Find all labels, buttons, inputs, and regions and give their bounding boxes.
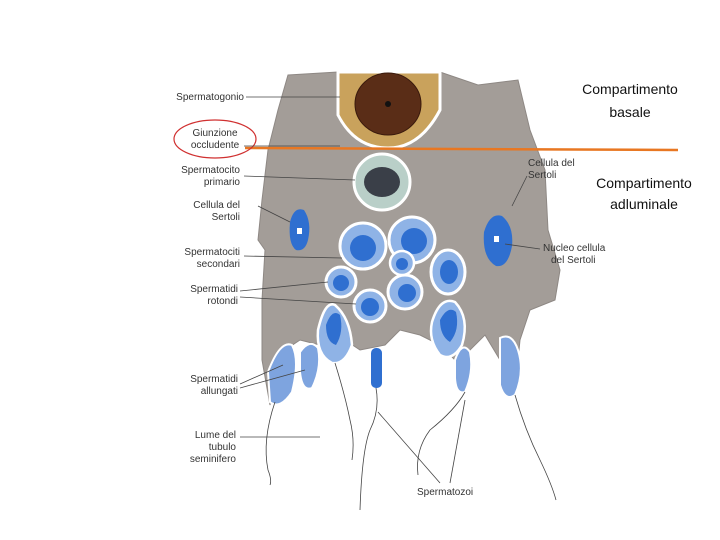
highlight-circle — [173, 119, 257, 159]
label-lume-tubulo: Lume del — [195, 430, 236, 441]
leader-line — [377, 411, 441, 484]
label-spermatocito-primario: primario — [204, 177, 241, 188]
round-spermatid-nucleus — [396, 258, 408, 270]
secondary-spermatocyte-nucleus — [350, 235, 376, 261]
sertoli-nucleolus — [494, 236, 499, 242]
blood-testis-barrier-line — [244, 146, 679, 152]
leader-line — [511, 175, 528, 207]
sertoli-nucleolus — [297, 228, 302, 234]
spermatozoon-tail — [359, 387, 378, 511]
round-spermatid-nucleus — [333, 275, 349, 291]
label-spermatociti-secondari: secondari — [197, 259, 240, 270]
label-cellula-sertoli-left: Sertoli — [212, 212, 240, 223]
spermatozoon-tail — [514, 394, 557, 501]
label-spermatidi-allungati: Spermatidi — [190, 374, 238, 385]
compartment-basale-label: Compartimento — [582, 81, 678, 97]
leader-line — [243, 175, 356, 181]
round-spermatid-nucleus — [361, 298, 379, 316]
compartment-basale-label: basale — [609, 104, 650, 120]
elongated-spermatid — [499, 335, 522, 398]
label-giunzione: occludente — [191, 140, 240, 151]
elongated-spermatid-nucleus — [440, 309, 458, 342]
label-nucleo-sertoli: del Sertoli — [551, 255, 595, 266]
secondary-spermatocyte-nucleus — [440, 260, 458, 284]
label-cellula-sertoli-left: Cellula del — [193, 200, 240, 211]
leader-line — [243, 255, 343, 259]
compartment-adluminale-label: Compartimento — [596, 175, 692, 191]
leader-line — [239, 364, 284, 385]
spermatogonium-nucleolus — [385, 101, 391, 107]
leader-line — [504, 243, 541, 250]
leader-line — [257, 205, 291, 223]
compartment-adluminale-label: adluminale — [610, 196, 678, 212]
label-lume-tubulo: tubulo — [209, 442, 237, 453]
label-nucleo-sertoli: Nucleo cellula — [543, 243, 606, 254]
label-spermatociti-secondari: Spermatociti — [184, 247, 240, 258]
label-spermatidi-allungati: allungati — [201, 386, 238, 397]
label-spermatocito-primario: Spermatocito — [181, 165, 240, 176]
spermatozoon-tail — [265, 401, 276, 486]
elongated-spermatid-nucleus — [326, 312, 342, 345]
leader-line — [449, 399, 466, 484]
leader-line — [239, 296, 357, 305]
label-cellula-sertoli-right: Sertoli — [528, 170, 556, 181]
label-lume-tubulo: seminifero — [190, 454, 237, 465]
round-spermatid-nucleus — [398, 284, 416, 302]
label-spermatidi-rotondi: Spermatidi — [190, 284, 238, 295]
leader-line — [239, 369, 306, 389]
label-spermatozoi: Spermatozoi — [417, 487, 473, 498]
spermatozoon-head — [371, 348, 382, 388]
secondary-spermatocyte-nucleus — [401, 228, 427, 254]
label-spermatogonio: Spermatogonio — [176, 92, 244, 103]
label-giunzione: Giunzione — [192, 128, 237, 139]
spermatozoon-tail — [334, 362, 354, 461]
elongated-spermatid — [266, 343, 297, 406]
spermatozoon-tail — [417, 391, 466, 476]
elongated-spermatid — [454, 346, 473, 394]
label-cellula-sertoli-right: Cellula del — [528, 158, 575, 169]
primary-spermatocyte-nucleus — [364, 167, 400, 197]
leader-line — [239, 281, 329, 292]
elongated-spermatid — [299, 342, 321, 390]
label-spermatidi-rotondi: rotondi — [207, 296, 238, 307]
